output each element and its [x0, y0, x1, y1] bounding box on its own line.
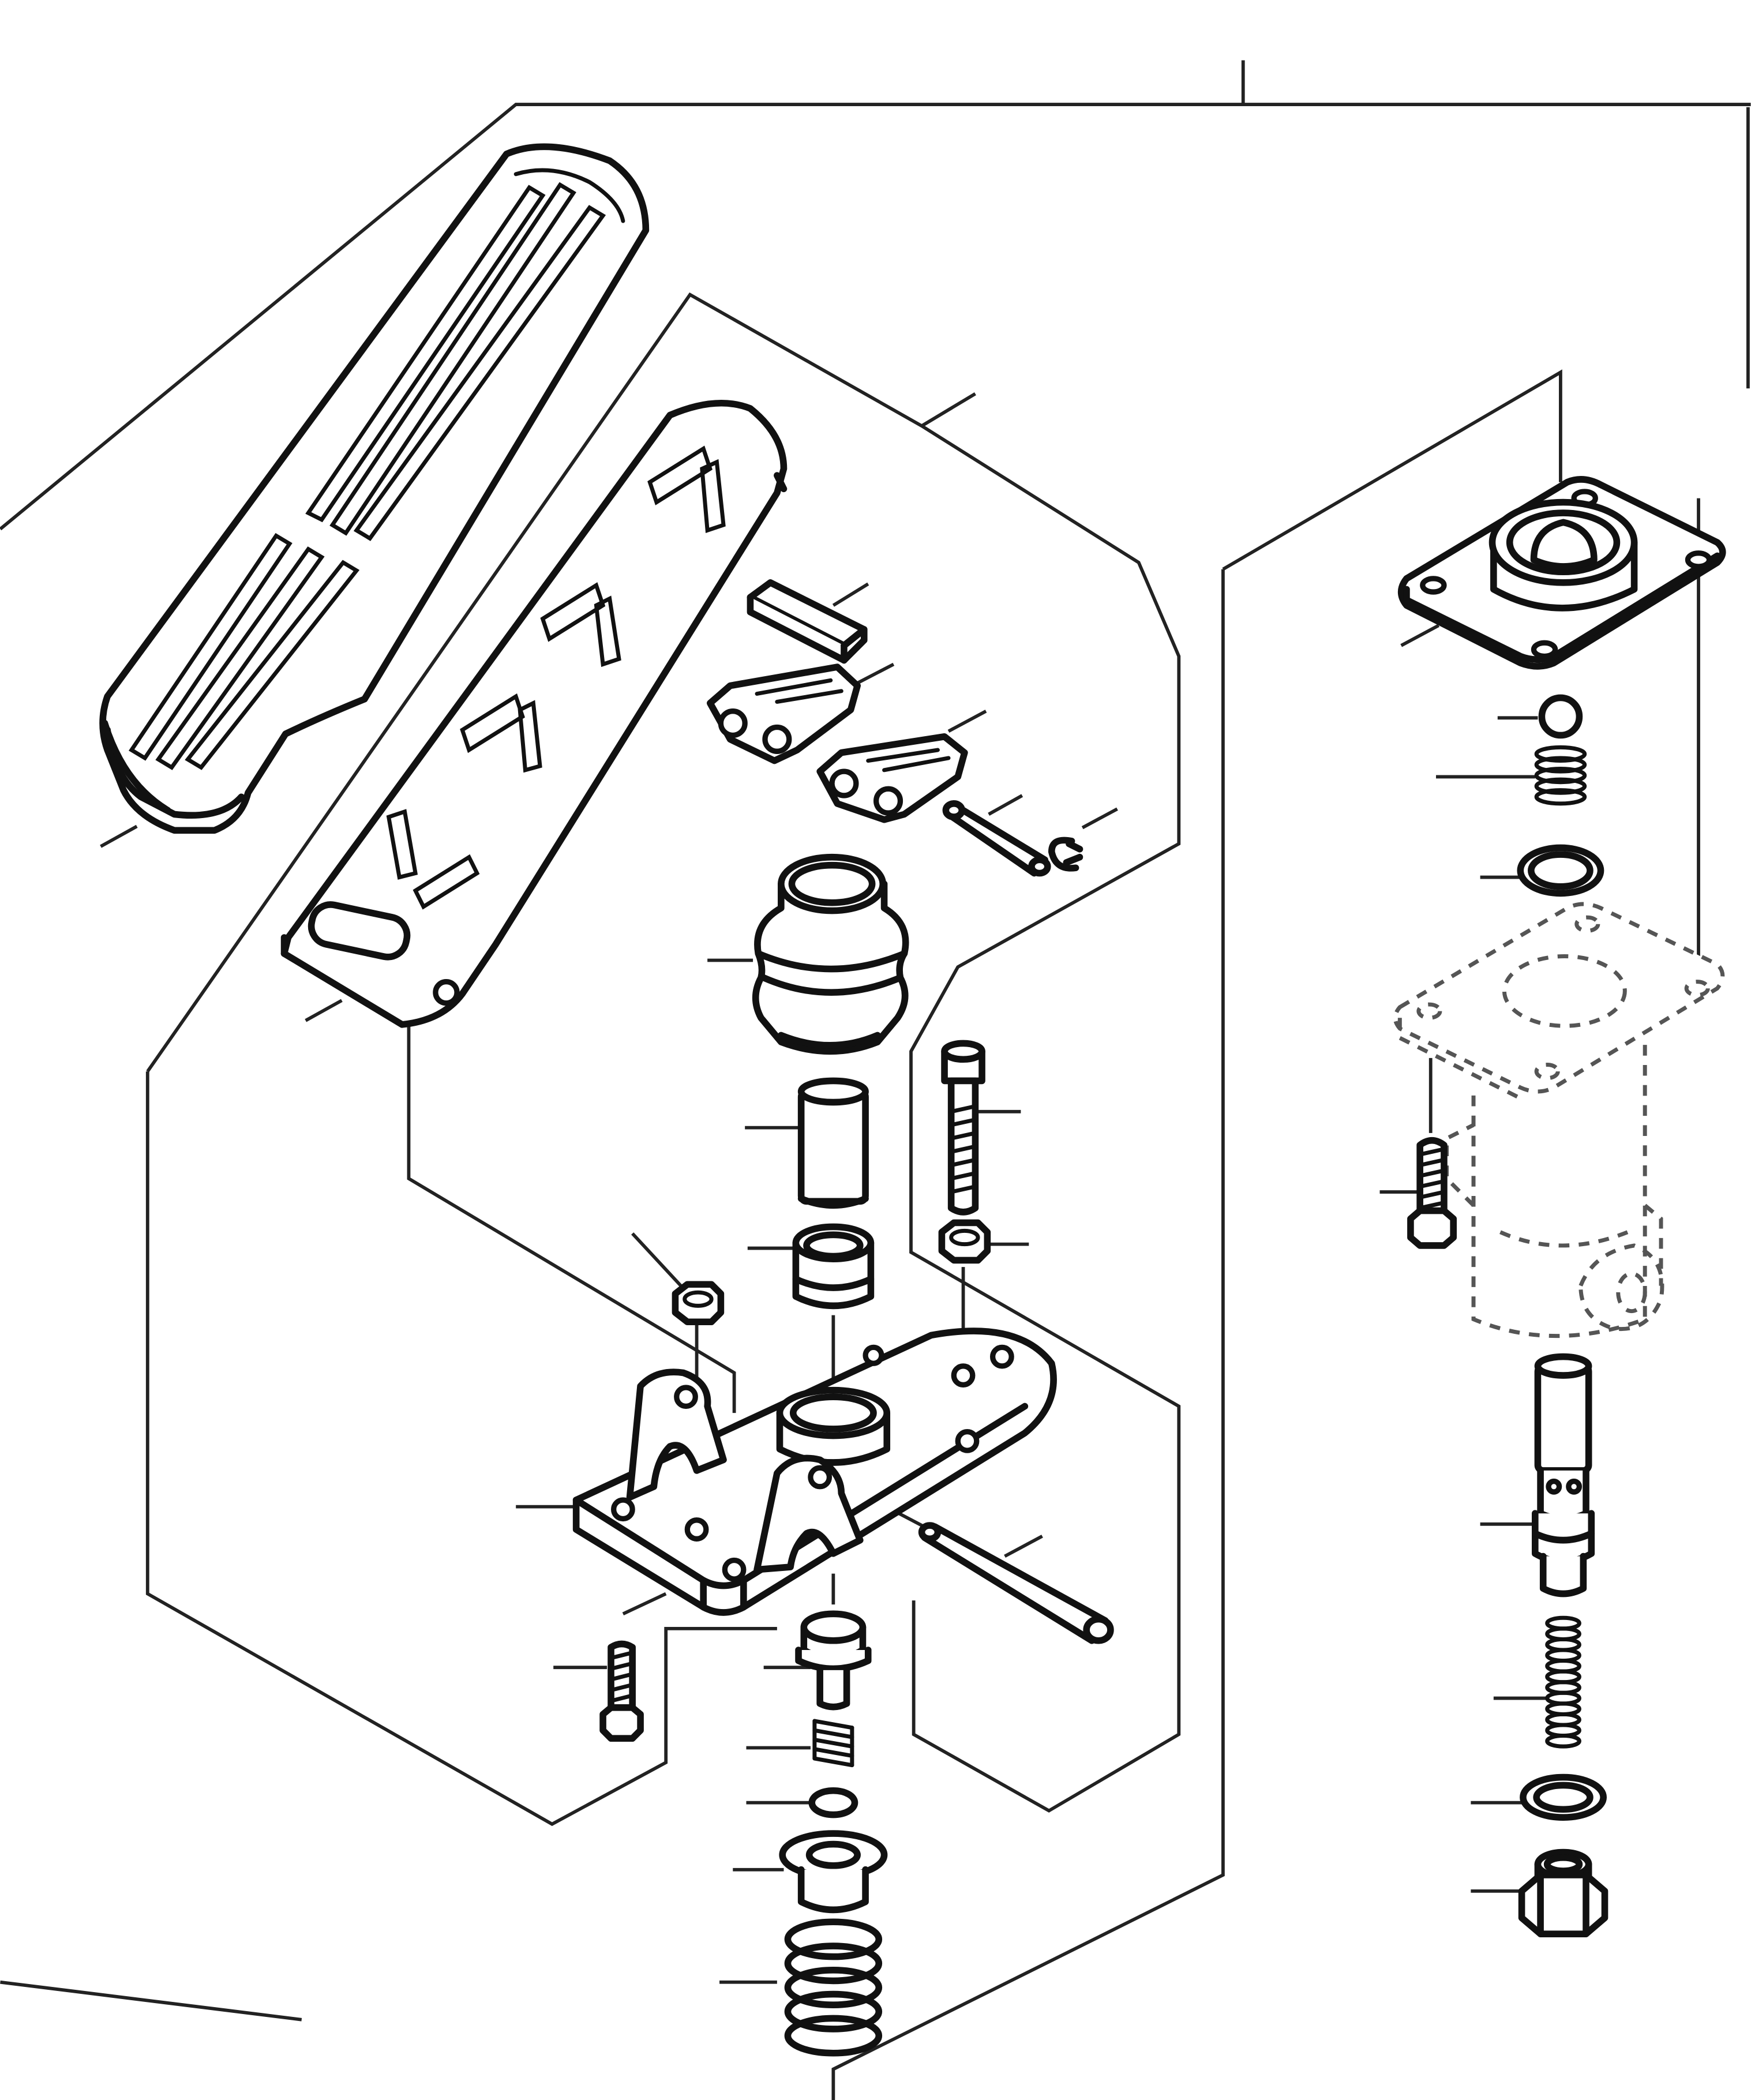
bushing	[792, 1223, 875, 1310]
small-spring	[812, 1719, 854, 1768]
leader-clevis-clip	[832, 582, 869, 607]
hex-nut-right	[938, 1219, 991, 1264]
hex-bolt-left	[599, 1640, 644, 1742]
leader-pedal-arm	[305, 999, 343, 1022]
outer-frame	[0, 103, 1751, 531]
valve-bolt	[1407, 1137, 1457, 1249]
e-clip	[1048, 837, 1083, 872]
plunger-rod	[797, 1077, 869, 1209]
flange-o-ring	[1517, 844, 1604, 897]
clevis-fork-2	[816, 733, 968, 823]
leader-hex-nut-left	[631, 1232, 685, 1290]
valve-flange	[1397, 476, 1726, 670]
pedal-arm-leader-frame	[407, 1002, 736, 1413]
clevis-pin	[942, 800, 1051, 877]
spool	[1532, 1353, 1595, 1597]
hex-plug	[1518, 1848, 1608, 1937]
leader-inner-frame	[921, 392, 976, 427]
inner-upper-frame	[146, 292, 1181, 1813]
right-group-frame-left	[831, 569, 1225, 2100]
valve-body-phantom	[1393, 902, 1725, 1338]
pedal-arm-pivot-hole	[433, 978, 460, 1006]
valve-cap	[795, 1610, 872, 1711]
hex-nut-left	[672, 1281, 725, 1326]
clevis-fork-1	[707, 663, 861, 764]
pedal-pad	[99, 143, 650, 834]
washer	[1520, 1773, 1607, 1821]
leader-clevis-fork-1	[856, 662, 895, 685]
main-spring	[784, 1918, 883, 2057]
small-disc	[808, 1787, 858, 1818]
leader-base-plate-bottom	[622, 1592, 667, 1615]
leader-pedal-pad	[100, 824, 138, 848]
pedal-group-frame	[145, 1071, 777, 1827]
bottom-left-line	[0, 1980, 302, 2022]
leader-valve-flange	[1400, 624, 1440, 647]
pedal-arm	[280, 399, 788, 1028]
right-group-frame	[1222, 369, 1562, 571]
leader-clevis-pin	[988, 794, 1023, 816]
rubber-boot	[752, 853, 909, 1055]
spring-seat	[779, 1830, 888, 1914]
leader-pivot-pin	[1004, 1535, 1043, 1558]
cap-screw	[941, 1040, 985, 1216]
ball	[1538, 694, 1583, 739]
base-plate	[572, 1327, 1057, 1616]
group-frames	[0, 60, 1751, 2100]
spool-spring	[1545, 1615, 1581, 1749]
pivot-pin	[918, 1522, 1114, 1644]
leader-e-clip	[1081, 807, 1118, 830]
clevis-clip	[747, 579, 868, 664]
leader-clevis-fork-2	[947, 710, 987, 733]
flange-spring	[1534, 745, 1587, 806]
